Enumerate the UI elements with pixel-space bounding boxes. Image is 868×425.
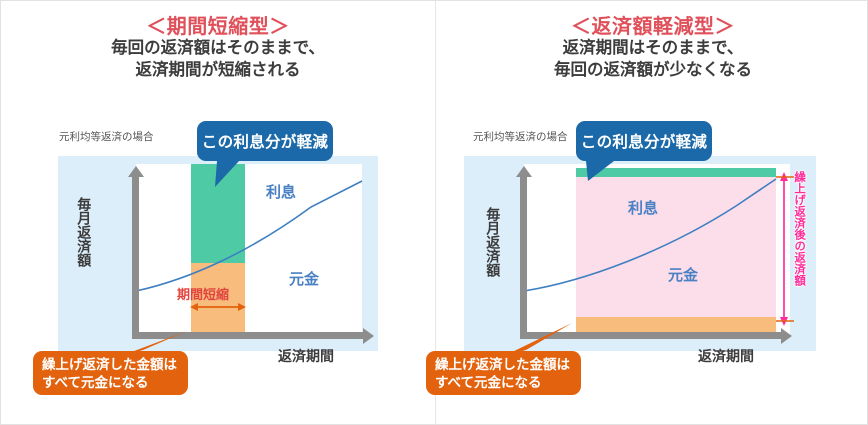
term-shortened-label: 期間短縮 <box>177 287 230 302</box>
callout-interest-saved[interactable]: この利息分が軽減 <box>197 121 333 161</box>
callout-prepay-line2: すべて元金になる <box>42 374 149 390</box>
x-axis-arrowhead <box>781 327 792 344</box>
principal-region-label: 元金 <box>668 267 699 284</box>
panel-subtitle-line1: 毎回の返済額はそのままで、 <box>111 39 325 57</box>
y-axis-label: 毎月返済額 <box>485 207 502 277</box>
callout-prepay-line1: 繰上げ返済した金額は <box>42 357 177 372</box>
x-axis-arrowhead <box>363 327 374 344</box>
panel-subtitle: 返済期間はそのままで、 毎回の返済額が少なくなる <box>436 38 867 82</box>
after-prepay-payment-label: 繰上げ返済後の返済額 <box>793 171 806 286</box>
panel-term-reduction: ＜期間短縮型＞ 毎回の返済額はそのままで、 返済期間が短縮される 元利均等返済の… <box>1 1 435 424</box>
panel-subtitle-line2: 毎回の返済額が少なくなる <box>554 60 752 79</box>
callout-interest-saved[interactable]: この利息分が軽減 <box>576 121 712 161</box>
callout-prepay-principal[interactable]: 繰上げ返済した金額は すべて元金になる <box>426 351 581 395</box>
y-axis <box>132 176 139 339</box>
panel-subtitle-line1: 返済期間はそのままで、 <box>562 39 744 57</box>
reduced-payment-block <box>576 177 776 317</box>
y-axis-arrowhead <box>127 166 144 177</box>
chart-caption: 元利均等返済の場合 <box>473 131 568 143</box>
callout-prepay-line1: 繰上げ返済した金額は <box>435 357 570 372</box>
prepaid-principal-strip <box>576 317 776 333</box>
y-axis <box>520 176 527 339</box>
panel-subtitle-line2: 返済期間が短縮される <box>135 60 301 79</box>
panel-payment-reduction: ＜返済額軽減型＞ 返済期間はそのままで、 毎回の返済額が少なくなる 元利均等返済… <box>426 1 867 424</box>
callout-prepay-line2: すべて元金になる <box>435 374 542 390</box>
plot-area <box>136 164 362 337</box>
callout-prepay-principal[interactable]: 繰上げ返済した金額は すべて元金になる <box>33 351 188 395</box>
y-axis-arrowhead <box>515 166 532 177</box>
x-axis-label: 返済期間 <box>698 348 754 364</box>
panel-title: ＜期間短縮型＞ <box>146 16 290 38</box>
panel-subtitle: 毎回の返済額はそのままで、 返済期間が短縮される <box>1 38 435 82</box>
interest-region-label: 利息 <box>628 200 659 217</box>
interest-region-label: 利息 <box>266 184 297 201</box>
interest-saved-block <box>191 164 245 275</box>
x-axis <box>520 332 782 339</box>
x-axis-label: 返済期間 <box>278 348 334 364</box>
y-axis-label: 毎月返済額 <box>76 197 93 267</box>
x-axis <box>132 332 364 339</box>
chart-caption: 元利均等返済の場合 <box>59 131 154 143</box>
interest-saved-strip <box>576 168 776 177</box>
principal-region-label: 元金 <box>289 271 320 288</box>
panel-title: ＜返済額軽減型＞ <box>571 16 735 38</box>
